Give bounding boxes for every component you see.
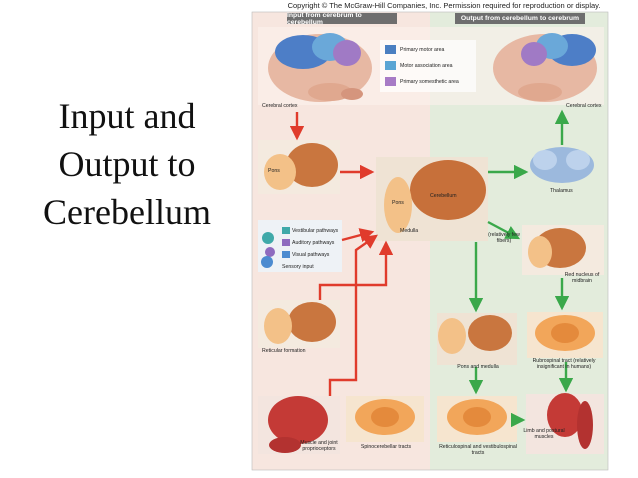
spinal-cord-center-illustration [437, 396, 517, 442]
label-cerebral-cortex-right: Cerebral cortex [566, 103, 602, 109]
label-pons-center: Pons [392, 200, 404, 206]
slide-title: Input and Output to Cerebellum [22, 92, 232, 236]
label-pons-and-medulla: Pons and medulla [457, 364, 499, 370]
cerebrum-left-illustration [268, 33, 372, 102]
legend-auditory: Auditory pathways [292, 240, 335, 246]
legend-visual: Visual pathways [292, 252, 330, 258]
input-header: Input from cerebrum to cerebellum [287, 11, 362, 26]
cerebellum-central-illustration [376, 157, 488, 241]
legend-motor-association: Motor association area [400, 63, 453, 69]
title-line-1: Input and [58, 96, 196, 136]
label-limb-postural-muscles: Limb and postural muscles [523, 428, 565, 440]
legend-primary-somesthetic: Primary somesthetic area [400, 79, 459, 85]
copyright-notice: Copyright © The McGraw-Hill Companies, I… [287, 1, 601, 10]
pons-medulla-illustration [437, 313, 517, 365]
label-pons-left: Pons [268, 168, 280, 174]
output-header: Output from cerebellum to cerebrum [460, 15, 580, 22]
cerebrum-right-illustration [493, 33, 597, 102]
legend-primary-motor: Primary motor area [400, 47, 445, 53]
label-rubrospinal-tract: Rubrospinal tract (relatively insignific… [532, 358, 596, 370]
label-thalamus: Thalamus [550, 188, 573, 194]
label-spinocerebellar-tracts: Spinocerebellar tracts [360, 444, 412, 450]
thalamus-illustration [530, 147, 594, 183]
title-line-3: Cerebellum [43, 192, 211, 232]
label-cerebral-cortex-left: Cerebral cortex [262, 103, 298, 109]
output-pathway-arrows [468, 109, 574, 428]
title-line-2: Output to [58, 144, 196, 184]
red-nucleus-illustration [522, 225, 604, 275]
sensory-input-illustration [258, 220, 342, 272]
spinal-cord-left-illustration [346, 396, 424, 442]
label-cerebellum: Cerebellum [430, 193, 457, 199]
spinal-cord-right-top-illustration [527, 312, 603, 358]
limb-muscles-illustration [526, 393, 604, 454]
label-reticular-formation: Reticular formation [262, 348, 306, 354]
label-red-nucleus: Red nucleus of midbrain [564, 272, 600, 284]
legend-vestibular: Vestibular pathways [292, 228, 339, 234]
label-muscle-joint-proprioceptors: Muscle and joint proprioceptors [300, 440, 338, 452]
label-relatively-few-fibers: (relatively few fibers) [488, 232, 520, 244]
label-medulla: Medulla [400, 228, 419, 234]
input-header-bar [287, 13, 397, 24]
input-pathway-arrows [289, 112, 394, 396]
label-sensory-input: Sensory input [282, 264, 314, 270]
label-reticulospinal-tracts: Reticulospinal and vestibulospinal tract… [439, 444, 517, 456]
output-header-bar [455, 13, 585, 24]
reticular-formation-illustration [258, 300, 340, 348]
muscle-illustration [258, 396, 340, 454]
pons-left-illustration [258, 140, 340, 194]
